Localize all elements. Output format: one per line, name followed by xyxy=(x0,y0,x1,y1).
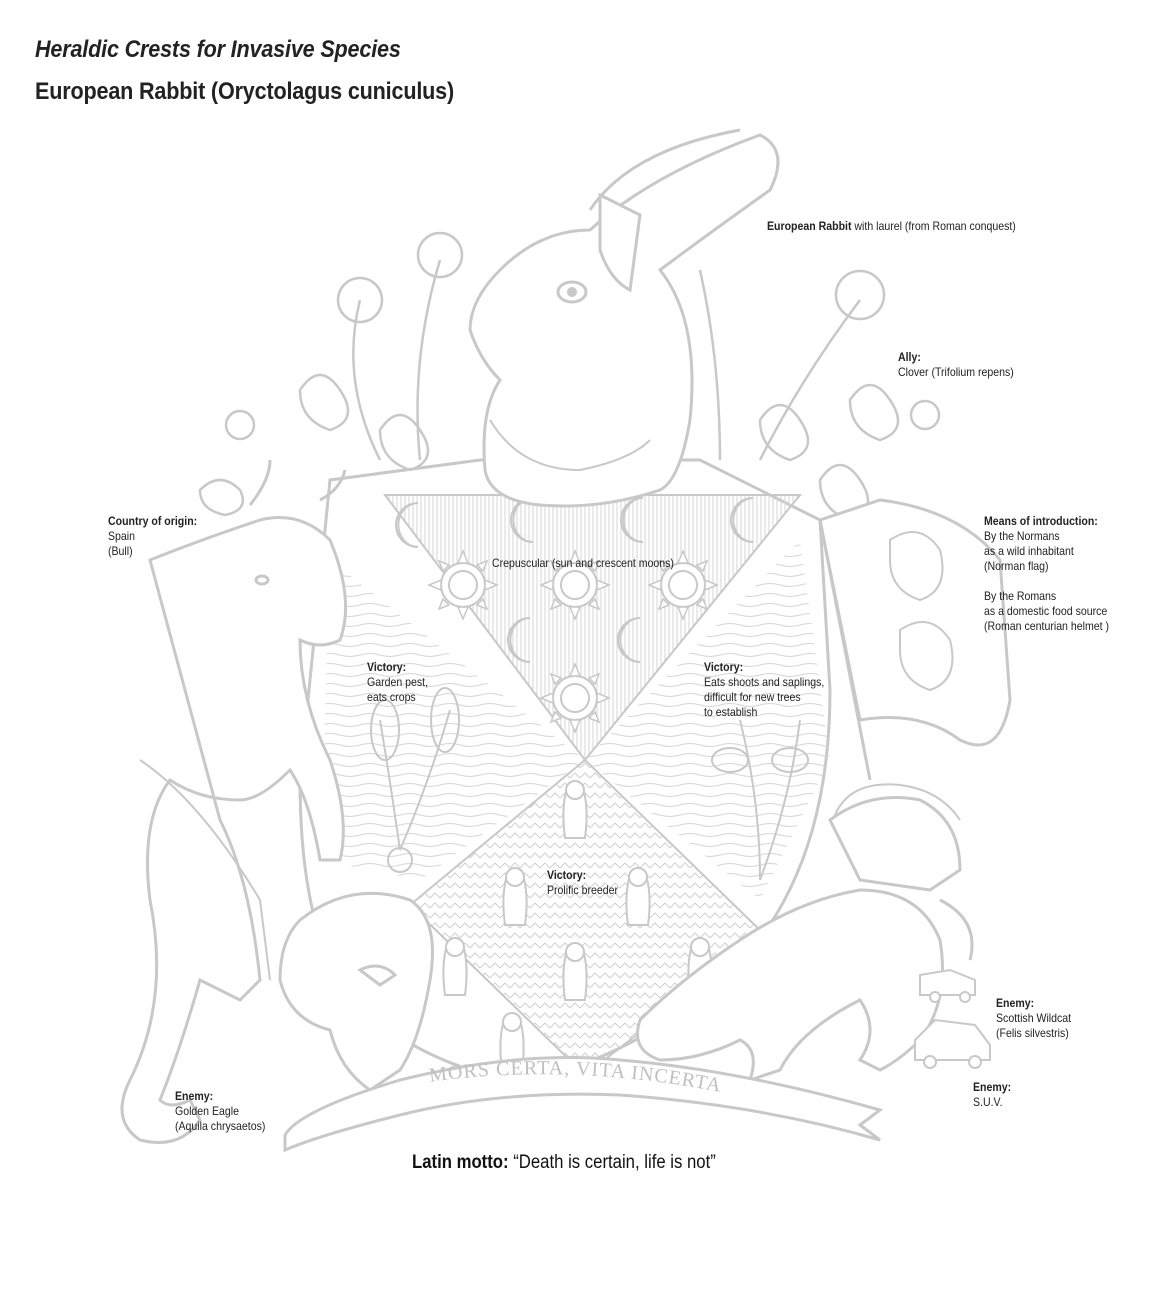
annotation-crepuscular-text: Crepuscular (sun and crescent moons) xyxy=(492,556,674,570)
motto-caption: Latin motto: “Death is certain, life is … xyxy=(412,1152,716,1174)
annotation-victory-shoots-line: Eats shoots and saplings, xyxy=(704,675,825,689)
clover-laurel xyxy=(198,231,941,522)
motto-caption-text: “Death is certain, life is not” xyxy=(508,1152,716,1173)
wildcat xyxy=(636,888,974,1083)
annotation-enemy-wildcat-line: Scottish Wildcat xyxy=(996,1011,1072,1025)
annotation-enemy-eagle-line: Golden Eagle xyxy=(175,1104,240,1118)
annotation-enemy-suv: Enemy: S.U.V. xyxy=(973,1080,1011,1110)
crop-plants xyxy=(370,687,809,881)
annotation-crepuscular: Crepuscular (sun and crescent moons) xyxy=(492,556,674,571)
rabbit-head xyxy=(468,128,780,508)
annotation-rabbit: European Rabbit with laurel (from Roman … xyxy=(767,219,1016,234)
annotation-enemy-wildcat-line: (Felis silvestris) xyxy=(996,1026,1069,1040)
annotation-victory-garden-label: Victory: xyxy=(367,660,407,674)
page-subtitle: European Rabbit (Oryctolagus cuniculus) xyxy=(35,78,455,105)
motto-banner: MORS CERTA, VITA INCERTA xyxy=(283,1056,884,1153)
annotation-origin-label: Country of origin: xyxy=(108,514,198,528)
annotation-origin-line: (Bull) xyxy=(108,544,133,558)
annotation-victory-garden-line: Garden pest, xyxy=(367,675,429,689)
annotation-origin-line: Spain xyxy=(108,529,136,543)
annotation-ally-line: Clover (Trifolium repens) xyxy=(898,365,1014,379)
annotation-enemy-eagle-line: (Aquila chrysaetos) xyxy=(175,1119,266,1133)
norman-flag xyxy=(818,498,1012,781)
annotation-ally: Ally: Clover (Trifolium repens) xyxy=(898,350,1014,380)
annotation-victory-shoots: Victory: Eats shoots and saplings, diffi… xyxy=(704,660,824,720)
annotation-means-line: By the Normans xyxy=(984,529,1060,543)
bull xyxy=(120,459,348,1144)
annotation-means-line: as a domestic food source xyxy=(984,604,1108,618)
annotation-means-spacer xyxy=(984,574,1109,589)
annotation-victory-breeder-label: Victory: xyxy=(547,868,587,882)
annotation-victory-shoots-label: Victory: xyxy=(704,660,744,674)
annotation-victory-shoots-line: to establish xyxy=(704,705,758,719)
annotation-victory-breeder-line: Prolific breeder xyxy=(547,883,619,897)
annotation-enemy-wildcat: Enemy: Scottish Wildcat (Felis silvestri… xyxy=(996,996,1071,1041)
suv xyxy=(914,968,991,1069)
annotation-victory-shoots-line: difficult for new trees xyxy=(704,690,801,704)
page-title: Heraldic Crests for Invasive Species xyxy=(35,36,401,63)
annotation-means-line: as a wild inhabitant xyxy=(984,544,1074,558)
annotation-origin: Country of origin: Spain (Bull) xyxy=(108,514,197,559)
annotation-means-line: (Roman centurian helmet ) xyxy=(984,619,1110,633)
annotation-enemy-suv-label: Enemy: xyxy=(973,1080,1012,1094)
golden-eagle xyxy=(278,891,434,1092)
annotation-enemy-suv-line: S.U.V. xyxy=(973,1095,1003,1109)
annotation-means-label: Means of introduction: xyxy=(984,514,1098,528)
annotation-means-line: (Norman flag) xyxy=(984,559,1049,573)
annotation-means: Means of introduction: By the Normans as… xyxy=(984,514,1109,634)
motto-caption-label: Latin motto: xyxy=(412,1152,509,1173)
roman-helmet xyxy=(828,783,962,892)
annotation-ally-label: Ally: xyxy=(898,350,921,364)
annotation-enemy-wildcat-label: Enemy: xyxy=(996,996,1035,1010)
annotation-enemy-eagle-label: Enemy: xyxy=(175,1089,214,1103)
annotation-means-line: By the Romans xyxy=(984,589,1057,603)
annotation-enemy-eagle: Enemy: Golden Eagle (Aquila chrysaetos) xyxy=(175,1089,265,1134)
annotation-victory-garden-line: eats crops xyxy=(367,690,416,704)
annotation-rabbit-label: European Rabbit xyxy=(767,219,852,233)
annotation-rabbit-text: with laurel (from Roman conquest) xyxy=(851,219,1016,233)
annotation-victory-garden: Victory: Garden pest, eats crops xyxy=(367,660,428,705)
annotation-victory-breeder: Victory: Prolific breeder xyxy=(547,868,618,898)
